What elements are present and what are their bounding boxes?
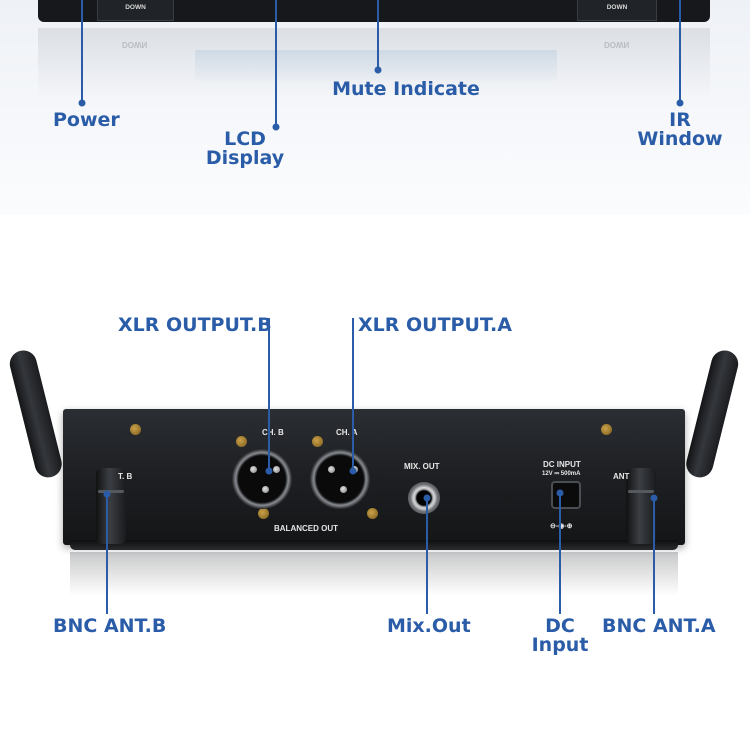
ir-callout-dot [676, 99, 684, 107]
xlr-output-b-label: XLR OUTPUT.B [118, 314, 272, 336]
xlr-b-callout-dot [265, 467, 273, 475]
bnc-ant-a-label: BNC ANT.A [602, 615, 716, 637]
bnc-a-callout-dot [650, 494, 658, 502]
xlr-b-callout-line [268, 318, 270, 470]
ghost-down-left: DOWN [122, 40, 148, 49]
lcd-callout-dot [272, 123, 280, 131]
rear-panel [63, 409, 685, 545]
ch-b-label: CH. B [262, 428, 284, 437]
antenna-left [6, 347, 65, 481]
ghost-down-right: DOWN [604, 40, 630, 49]
dc-input-jack [551, 481, 581, 509]
antenna-right [683, 347, 742, 481]
bnc-ring-right [628, 490, 654, 493]
ir-callout-line [679, 0, 681, 102]
lcd-label-line2: Display [205, 147, 285, 169]
xlr-connector-b [232, 449, 292, 509]
ch-a-label: CH. A [336, 428, 358, 437]
xlr-connector-a [310, 449, 370, 509]
dc-spec-label: 12V ⎓ 500mA [542, 471, 581, 477]
ant-b-panel-label: T. B [118, 472, 133, 481]
xlr-b-pin-3 [262, 486, 269, 493]
dc-input-label-line2: Input [531, 634, 589, 656]
dc-callout-line [559, 493, 561, 614]
xlr-output-a-label: XLR OUTPUT.A [358, 314, 512, 336]
rear-panel-base [70, 540, 678, 550]
bnc-ring-left [98, 490, 124, 493]
down-key-right: DOWN [577, 0, 657, 21]
front-panel-device [38, 0, 710, 22]
screw-top-right [601, 424, 612, 435]
dc-callout-dot [556, 489, 564, 497]
mute-indicate-label: Mute Indicate [332, 78, 480, 100]
bnc-a-callout-line [653, 498, 655, 614]
xlr-a-pin-3 [340, 486, 347, 493]
mute-callout-dot [374, 66, 382, 74]
bnc-ant-b-label: BNC ANT.B [53, 615, 167, 637]
down-key-left: DOWN [97, 0, 174, 21]
xlr-a-pin-1 [328, 466, 335, 473]
bnc-b-callout-dot [103, 490, 111, 498]
mute-callout-line [377, 0, 379, 69]
xlr-a-callout-line [352, 318, 354, 470]
dc-input-label-line1: DC [545, 615, 575, 637]
power-callout-line [81, 0, 83, 102]
xlr-b-pin-2 [273, 466, 280, 473]
power-label: Power [53, 109, 120, 131]
polarity-symbol: ⊖-◉-⊕ [550, 523, 573, 530]
bnc-connector-right [626, 468, 656, 544]
screw-xlr-a [312, 436, 323, 447]
lcd-callout-line [275, 0, 277, 126]
mix-out-callout-line [426, 498, 428, 614]
mix-out-panel-label: MIX. OUT [404, 462, 440, 471]
ir-label-line1: IR [669, 109, 691, 131]
mix-out-callout-dot [423, 494, 431, 502]
xlr-b-pin-1 [250, 466, 257, 473]
balanced-out-label: BALANCED OUT [274, 524, 338, 533]
mix-out-label: Mix.Out [387, 615, 471, 637]
ir-label-line2: Window [637, 128, 723, 150]
power-callout-dot [78, 99, 86, 107]
bnc-connector-left [96, 468, 126, 544]
lcd-label-line1: LCD [224, 128, 266, 150]
front-panel-section: DOWN DOWN DOWN DOWN Power LCD Display Mu… [0, 0, 750, 215]
xlr-a-callout-dot [349, 467, 357, 475]
screw-xlr-b-bottom [258, 508, 269, 519]
ant-a-panel-label: ANT [613, 472, 630, 481]
dc-input-panel-label: DC INPUT [543, 460, 581, 469]
screw-xlr-b [236, 436, 247, 447]
rear-panel-reflection [70, 552, 678, 596]
bnc-b-callout-line [106, 494, 108, 614]
device-reflection [38, 28, 710, 98]
screw-xlr-a-bottom [367, 508, 378, 519]
screw-top-left [130, 424, 141, 435]
